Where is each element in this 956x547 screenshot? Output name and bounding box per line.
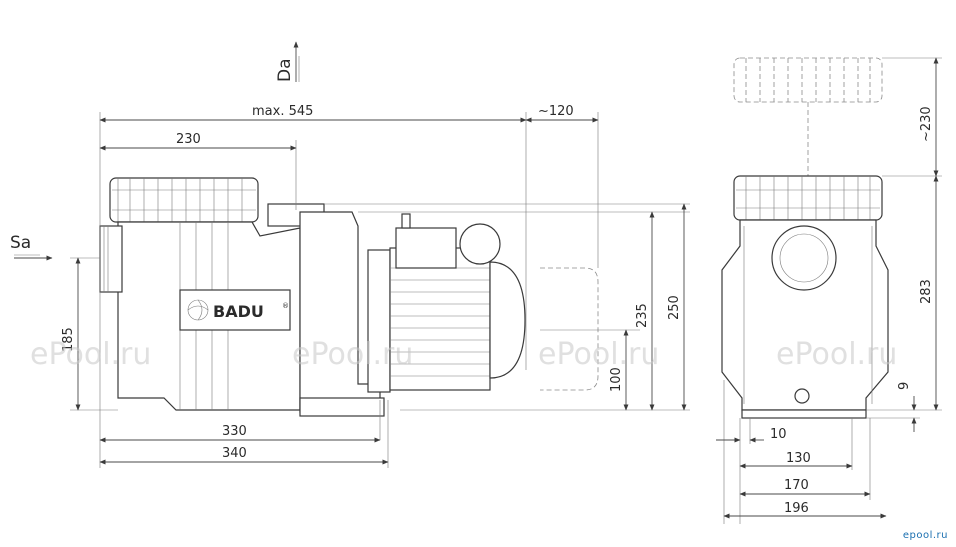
watermark: ePool.ru xyxy=(292,337,413,372)
motor xyxy=(389,213,526,391)
dim-left-185: 185 xyxy=(61,327,76,352)
watermarks: ePool.ru ePool.ru ePool.ru ePool.ru xyxy=(30,337,897,372)
watermark: ePool.ru xyxy=(30,337,151,372)
capacitor xyxy=(459,223,501,265)
suction-label: Sa xyxy=(10,233,31,253)
suction-opening xyxy=(771,225,837,291)
dim-width-130: 130 xyxy=(786,451,811,466)
front-view xyxy=(721,57,889,419)
dim-height-250: 250 xyxy=(667,295,682,320)
suction-port xyxy=(99,225,123,293)
dim-height-100: 100 xyxy=(609,367,624,392)
clearance-outline xyxy=(540,267,599,391)
dim-width-10: 10 xyxy=(770,427,787,442)
lid-lifted-outline xyxy=(733,57,883,103)
brand-plate xyxy=(179,289,291,331)
discharge-label: Da xyxy=(275,58,295,82)
dim-base-340: 340 xyxy=(222,446,247,461)
site-logo[interactable]: epool.ru xyxy=(902,530,948,541)
dim-width-170: 170 xyxy=(784,478,809,493)
strainer-lid xyxy=(109,177,259,223)
dim-base-330: 330 xyxy=(222,424,247,439)
front-lid xyxy=(733,175,883,221)
side-view: BADU ® xyxy=(99,177,599,417)
side-view-dimensions: max. 545 ~120 230 330 340 185 235 250 10… xyxy=(10,41,690,468)
dim-lid-230: ~230 xyxy=(919,106,934,142)
brand-mark: ® xyxy=(282,302,289,310)
terminal-box xyxy=(395,227,457,269)
dim-height-283: 283 xyxy=(919,279,934,304)
watermark: ePool.ru xyxy=(776,337,897,372)
watermark: ePool.ru xyxy=(538,337,659,372)
dim-width-196: 196 xyxy=(784,501,809,516)
brand-name: BADU xyxy=(213,302,264,321)
dim-top-230: 230 xyxy=(176,132,201,147)
drain-plug xyxy=(794,388,810,404)
dim-offset-9: 9 xyxy=(897,382,912,390)
dim-height-235: 235 xyxy=(635,303,650,328)
dim-max-length: max. 545 xyxy=(252,104,313,119)
dim-clearance: ~120 xyxy=(538,104,574,119)
front-view-dimensions: ~230 283 9 10 130 170 196 xyxy=(716,57,942,524)
base-foot xyxy=(299,397,385,417)
